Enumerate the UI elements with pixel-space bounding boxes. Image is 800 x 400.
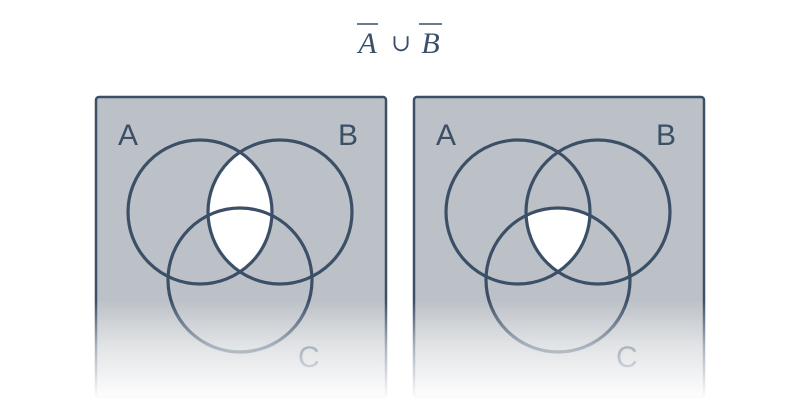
bottom-fade-overlay <box>0 300 800 400</box>
label-a: A <box>118 119 138 152</box>
circle-a <box>444 138 592 286</box>
label-b: B <box>656 119 676 152</box>
expression-operator: ∪ <box>391 31 411 57</box>
circle-b <box>524 138 672 286</box>
expression-title: A ∪ B <box>356 23 442 60</box>
circle-a <box>126 138 274 286</box>
label-b: B <box>338 119 358 152</box>
expression-right-set: B <box>421 27 439 60</box>
label-a: A <box>436 119 456 152</box>
circle-b <box>206 138 354 286</box>
expression-left-set: A <box>356 27 377 60</box>
